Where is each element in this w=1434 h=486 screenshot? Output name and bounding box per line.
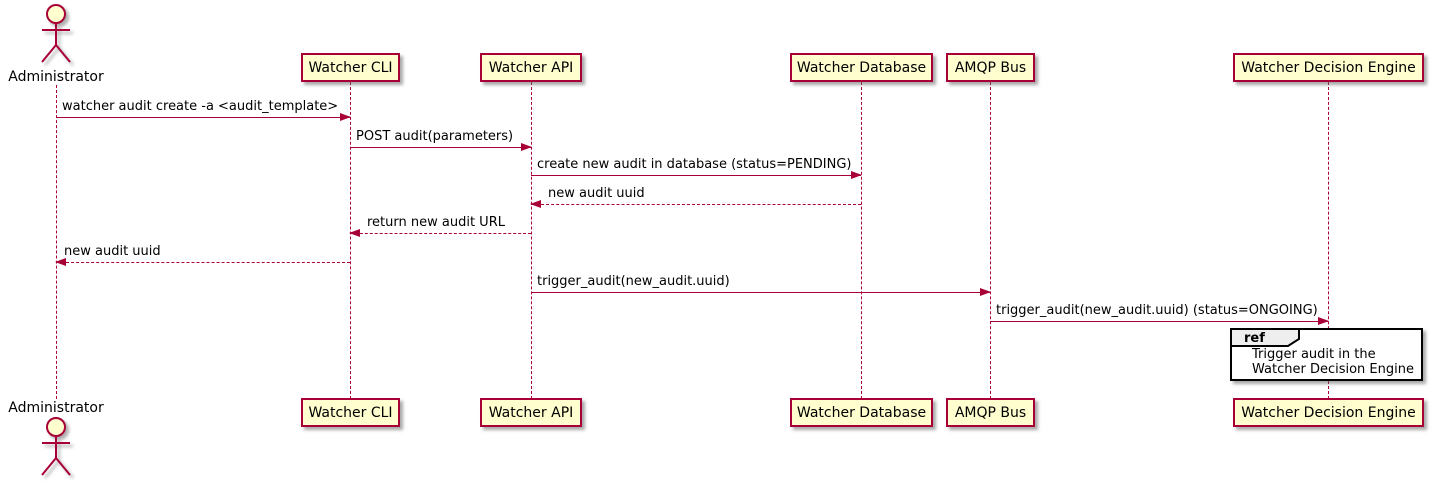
- message-label: trigger_audit(new_audit.uuid) (status=ON…: [996, 303, 1318, 318]
- participant-watcher-cli-top: Watcher CLI: [301, 53, 400, 82]
- arrowhead-left-icon: [530, 200, 541, 208]
- message-create-audit-db: create new audit in database (status=PEN…: [531, 157, 862, 179]
- participant-watcher-database-top: Watcher Database: [790, 53, 933, 82]
- message-post-audit: POST audit(parameters): [350, 129, 532, 151]
- message-label: create new audit in database (status=PEN…: [537, 157, 852, 172]
- message-return-audit-url: return new audit URL: [349, 215, 531, 237]
- ref-keyword: ref: [1244, 331, 1265, 346]
- participant-label: Watcher Decision Engine: [1241, 404, 1416, 421]
- message-new-audit-uuid-cli: new audit uuid: [55, 244, 350, 266]
- participant-watcher-decision-engine-top: Watcher Decision Engine: [1233, 53, 1424, 82]
- ref-fragment: ref Trigger audit in the Watcher Decisio…: [1230, 328, 1423, 381]
- participant-watcher-cli-bottom: Watcher CLI: [301, 398, 400, 427]
- message-new-audit-uuid-db: new audit uuid: [530, 186, 861, 208]
- lifeline-amqp-bus: [990, 82, 991, 399]
- message-label: POST audit(parameters): [356, 129, 514, 144]
- participant-administrator-bottom: Administrator: [8, 400, 104, 416]
- arrowhead-right-icon: [1318, 317, 1329, 325]
- participant-label: Watcher CLI: [308, 59, 393, 76]
- participant-label: Watcher Database: [796, 59, 927, 76]
- participant-label: AMQP Bus: [954, 404, 1027, 421]
- lifeline-administrator: [56, 85, 57, 399]
- message-label: watcher audit create -a <audit_template>: [62, 99, 339, 114]
- message-label: new audit uuid: [548, 186, 645, 201]
- message-label: trigger_audit(new_audit.uuid): [537, 274, 730, 289]
- participant-watcher-database-bottom: Watcher Database: [790, 398, 933, 427]
- lifeline-watcher-decision-engine: [1328, 82, 1329, 399]
- ref-text: Trigger audit in the Watcher Decision En…: [1232, 347, 1421, 377]
- lifeline-watcher-database: [861, 82, 862, 399]
- arrowhead-left-icon: [55, 258, 66, 266]
- message-label: new audit uuid: [64, 244, 161, 259]
- participant-watcher-api-top: Watcher API: [480, 53, 582, 82]
- arrowhead-right-icon: [851, 171, 862, 179]
- actor-icon: [41, 417, 71, 476]
- message-trigger-audit: trigger_audit(new_audit.uuid): [531, 274, 991, 296]
- message-trigger-audit-ongoing: trigger_audit(new_audit.uuid) (status=ON…: [990, 303, 1329, 325]
- participant-amqp-bus-top: AMQP Bus: [946, 53, 1035, 82]
- arrowhead-right-icon: [521, 143, 532, 151]
- participant-amqp-bus-bottom: AMQP Bus: [946, 398, 1035, 427]
- lifeline-watcher-api: [531, 82, 532, 399]
- participant-watcher-api-bottom: Watcher API: [480, 398, 582, 427]
- lifeline-watcher-cli: [350, 82, 351, 399]
- arrowhead-right-icon: [340, 113, 351, 121]
- participant-label: Watcher Decision Engine: [1241, 59, 1416, 76]
- arrowhead-right-icon: [980, 288, 991, 296]
- ref-text-line1: Trigger audit in the: [1252, 347, 1376, 362]
- actor-icon: [41, 4, 71, 63]
- participant-watcher-decision-engine-bottom: Watcher Decision Engine: [1233, 398, 1424, 427]
- ref-tab-icon: [1230, 328, 1300, 347]
- arrowhead-left-icon: [349, 229, 360, 237]
- participant-label: Watcher API: [488, 59, 574, 76]
- participant-label: AMQP Bus: [954, 59, 1027, 76]
- ref-text-line2: Watcher Decision Engine: [1252, 362, 1414, 377]
- message-audit-create: watcher audit create -a <audit_template>: [56, 99, 351, 121]
- participant-label: Watcher CLI: [308, 404, 393, 421]
- message-label: return new audit URL: [367, 215, 505, 230]
- participant-label: Watcher API: [488, 404, 574, 421]
- participant-administrator-top: Administrator: [8, 69, 104, 85]
- participant-label: Watcher Database: [796, 404, 927, 421]
